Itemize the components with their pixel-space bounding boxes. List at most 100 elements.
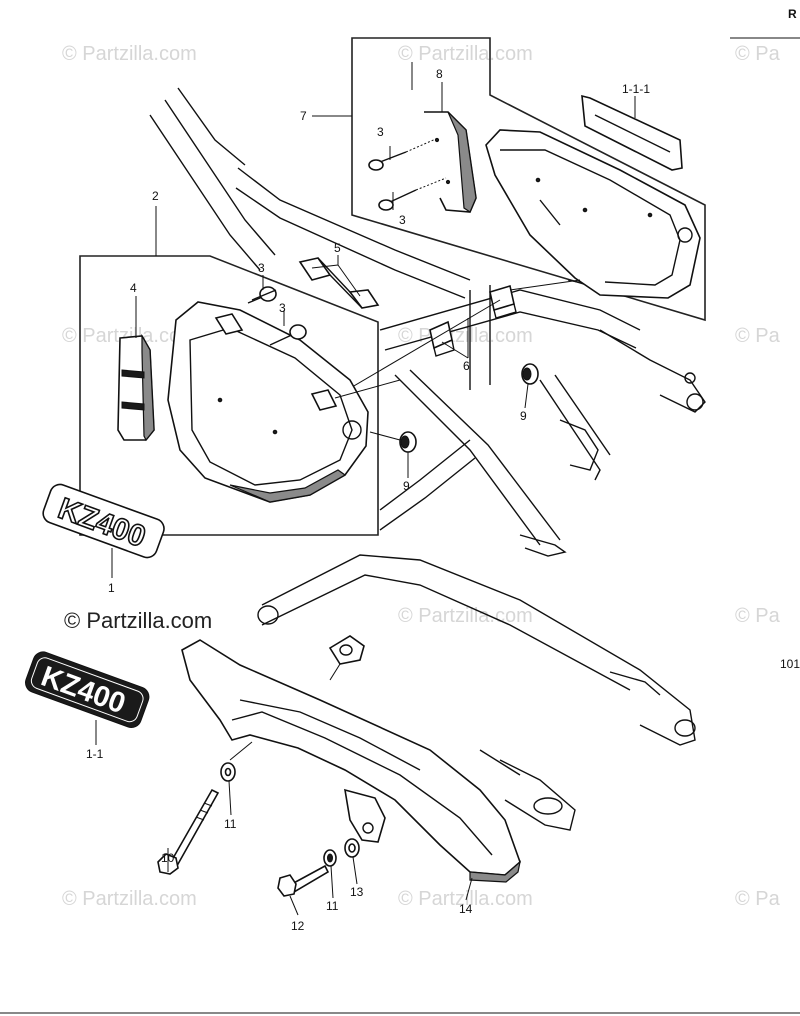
bolt-thread: [195, 802, 213, 821]
callout-3: 3: [377, 125, 384, 139]
assembly-box-7: [351, 37, 706, 322]
callout-11: 11: [326, 899, 339, 913]
leader-line: [311, 255, 361, 297]
mount-pin: [567, 279, 583, 284]
cover-inner: [500, 149, 681, 286]
bolt-12: [277, 838, 360, 897]
left-side-cover: [167, 301, 369, 503]
callout-3: 3: [399, 213, 406, 227]
callout-10: 10: [161, 851, 175, 865]
callout-6: 6: [463, 359, 470, 373]
screw-head: [289, 324, 307, 340]
pad-hole: [445, 179, 451, 185]
leader-line: [441, 318, 469, 359]
watermark: © Pa: [735, 325, 781, 347]
callouts: 7 3 3 8 1-1-1 2 4 3 3 5 6 9 9 1 1-1 11 1…: [86, 67, 650, 933]
watermark: © Partzilla.com: [398, 325, 533, 347]
watermark: © Partzilla.com: [398, 605, 533, 627]
callout-8: 8: [436, 67, 443, 81]
corner-mark: R: [788, 7, 797, 21]
clip-hole: [339, 644, 353, 656]
emblem-frame: [25, 651, 150, 729]
clip: [298, 257, 332, 281]
pad-shade: [141, 333, 155, 442]
screw-head: [368, 159, 384, 171]
screw-guide: [415, 177, 447, 191]
clip-body: [328, 635, 365, 665]
screw-guide: [405, 137, 439, 153]
screw-shank: [389, 189, 417, 203]
damper-edge: [493, 303, 517, 319]
swingarm-end: [499, 759, 576, 831]
leader-line: [228, 780, 232, 816]
emblem-1-1: KZ400: [25, 651, 150, 729]
swingarm-outline: [261, 574, 631, 691]
frame-tube: [379, 289, 641, 331]
watermark: © Pa: [735, 605, 781, 627]
pad-slot: [121, 369, 145, 379]
emblem-frame: [42, 483, 165, 559]
swingarm-pivot: [257, 605, 279, 625]
cover-rivet: [647, 212, 653, 218]
chain-guard-14: [181, 639, 521, 883]
frame-bracket: [519, 534, 567, 557]
guard-clip: [328, 635, 365, 681]
assembly-box-2: [79, 255, 379, 536]
mount-guide: [329, 299, 501, 401]
frame-tube: [539, 379, 601, 481]
frame-tube: [384, 311, 637, 351]
grommet-core: [522, 367, 532, 381]
emblem-plate-1-1-1: [581, 94, 683, 171]
cover-rivet: [217, 397, 223, 403]
frame-tube: [379, 439, 471, 511]
watermark: © Partzilla.com: [62, 888, 197, 910]
frame-tube: [164, 99, 276, 256]
damper-edge: [433, 339, 455, 357]
callout-4: 4: [130, 281, 137, 295]
washer-hole: [348, 843, 356, 853]
frame-tube: [394, 374, 541, 546]
guard-bracket-hole: [362, 822, 374, 834]
emblem-plate-edge: [594, 114, 671, 153]
leader-line: [465, 877, 473, 901]
frame-tube: [599, 329, 706, 413]
frame-tube: [149, 114, 261, 271]
mount-guide: [334, 379, 401, 399]
grommets-9: [399, 363, 539, 453]
guard-bracket: [344, 788, 386, 843]
axle-slot: [674, 719, 696, 737]
emblem-inner-frame: [30, 657, 144, 723]
washer-hole: [327, 853, 333, 863]
cover-rivet: [582, 207, 588, 213]
leader-line: [289, 895, 299, 916]
frame-tube: [554, 374, 611, 456]
cover-body: [485, 129, 701, 299]
bolt-shank: [170, 788, 220, 866]
cover-tab: [214, 313, 244, 335]
washer-hole: [224, 767, 232, 777]
callout-1-1: 1-1: [86, 747, 104, 761]
frame-tube: [409, 369, 561, 541]
callout-14: 14: [459, 902, 473, 916]
screws-top: [368, 137, 447, 211]
cover-body: [167, 301, 369, 503]
frame-tube: [177, 87, 246, 166]
leader-line: [524, 383, 529, 409]
watermark: © Partzilla.com: [62, 325, 197, 347]
cover-grommet-hole: [342, 420, 362, 440]
frame-tube: [235, 187, 466, 299]
watermark: © Pa: [735, 888, 781, 910]
screws-left: [247, 286, 307, 346]
cover-rivet: [272, 429, 278, 435]
swingarm-edge: [609, 671, 661, 696]
callout-1: 1: [108, 581, 115, 595]
grommet-core: [400, 435, 410, 449]
leader-lines: [95, 62, 636, 916]
callout-9: 9: [520, 409, 527, 423]
rubber-pad-4: [117, 333, 155, 442]
callout-3: 3: [279, 301, 286, 315]
clip: [348, 289, 380, 309]
cover-inner: [189, 327, 353, 486]
screw-head: [378, 199, 394, 211]
